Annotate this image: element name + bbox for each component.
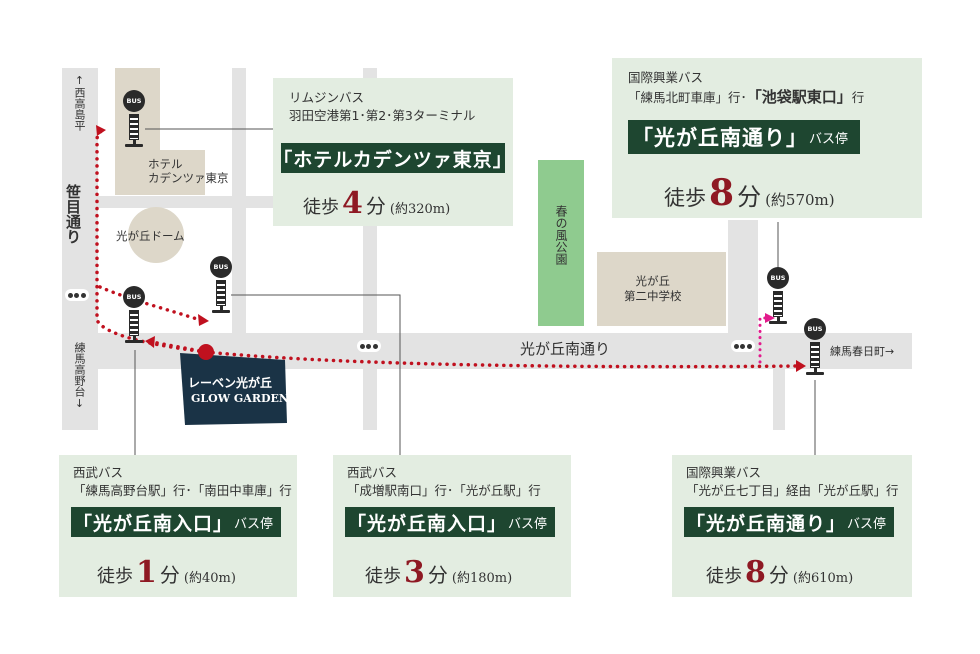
arrow-head — [198, 314, 209, 326]
walk-time: 徒歩 1 分 (約40m) — [97, 555, 236, 590]
right-direction-label: 練馬春日町→ — [830, 345, 895, 358]
hikarigaoka-dome — [128, 207, 184, 263]
bus-company: 国際興業バス — [686, 465, 762, 480]
traffic-signal-icon — [65, 289, 89, 301]
route-to-hotel — [95, 128, 208, 354]
junior-high-school — [597, 252, 726, 326]
road-left-label: 笹目通り — [64, 184, 82, 244]
bus-stop-icon: BUS — [804, 318, 826, 375]
arrow-head — [96, 125, 106, 136]
bus-stop-icon: BUS — [767, 267, 789, 324]
side-road-vertical-right-south — [773, 369, 785, 430]
bus-stop-name: 「光が丘南入口」 バス停 — [71, 507, 282, 537]
walk-time: 徒歩 3 分 (約180m) — [365, 555, 513, 590]
leader-line-stop-mid — [231, 294, 401, 455]
property-block — [180, 353, 287, 425]
bus-company: 西武バス — [73, 465, 124, 480]
road-left-top-direction: ↑西高島平 — [73, 74, 86, 131]
route-to-stop-mid — [98, 285, 202, 322]
panel-kokusai-bus-top: 国際興業バス 「練馬北町車庫」行･「池袋駅東口」行 「光が丘南通り」 バス停 徒… — [612, 58, 922, 218]
panel-seibu-bus-mid: 西武バス 「成増駅南口」行･「光が丘駅」行 「光が丘南入口」 バス停 徒歩 3 … — [333, 455, 571, 597]
main-road-label: 光が丘南通り — [520, 340, 611, 358]
panel-kokusai-bus-bottom: 国際興業バス 「光が丘七丁目」経由「光が丘駅」行 「光が丘南通り」 バス停 徒歩… — [672, 455, 912, 597]
bus-stop-name: 「光が丘南通り」 バス停 — [628, 120, 861, 154]
bus-route: 「練馬高野台駅」行･「南田中車庫」行 — [73, 483, 292, 498]
road-left-bottom-direction: 練馬高野台↓ — [73, 342, 86, 410]
bus-stop-icon: BUS — [123, 90, 145, 147]
bus-route: 「成増駅南口」行･「光が丘駅」行 — [347, 483, 541, 498]
school-label: 光が丘 第二中学校 — [624, 274, 682, 303]
property-location-marker — [198, 344, 214, 360]
side-road-vertical-right — [728, 220, 758, 333]
hotel-label: ホテル カデンツァ東京 — [148, 157, 229, 185]
bus-stop-icon: BUS — [210, 256, 232, 313]
walk-time: 徒歩 8 分 (約570m) — [664, 172, 835, 214]
panel-seibu-bus-left: 西武バス 「練馬高野台駅」行･「南田中車庫」行 「光が丘南入口」 バス停 徒歩 … — [59, 455, 297, 597]
bus-route: 羽田空港第1･第2･第3ターミナル — [289, 108, 476, 123]
arrow-head — [796, 360, 806, 372]
property-name: レーベン光が丘 — [188, 376, 273, 390]
property-name-en: GLOW GARDEN — [191, 392, 289, 405]
bus-stop-name: 「光が丘南通り」 バス停 — [684, 507, 895, 537]
park-label: 春の風公園 — [554, 205, 568, 265]
route-to-stop-left — [150, 340, 208, 354]
arrow-head — [145, 336, 155, 348]
bus-stop-name: 「ホテルカデンツァ東京」 — [273, 143, 512, 173]
route-to-stop-bottom-right — [204, 350, 800, 369]
bus-route: 「光が丘七丁目」経由「光が丘駅」行 — [686, 483, 899, 498]
bus-company: 西武バス — [347, 465, 398, 480]
route-pink — [758, 316, 770, 364]
bus-stop-icon: BUS — [123, 286, 145, 343]
bus-route: 「練馬北町車庫」行･「池袋駅東口」行 — [628, 88, 865, 106]
bus-stop-name: 「光が丘南入口」 バス停 — [345, 507, 556, 537]
traffic-signal-icon — [731, 340, 755, 352]
dome-label: 光が丘ドーム — [116, 229, 185, 243]
bus-company: 国際興業バス — [628, 70, 704, 85]
haru-no-kaze-park — [538, 160, 584, 326]
arrow-head — [765, 313, 775, 323]
bus-company: リムジンバス — [289, 90, 365, 105]
sasame-dori-road — [62, 68, 98, 430]
hotel-building-annex — [115, 150, 205, 195]
walk-time: 徒歩 8 分 (約610m) — [706, 555, 854, 590]
walk-time: 徒歩 4 分 (約320m) — [303, 186, 451, 221]
traffic-signal-icon — [357, 340, 381, 352]
panel-limousine-bus: リムジンバス 羽田空港第1･第2･第3ターミナル 「ホテルカデンツァ東京」 徒歩… — [273, 78, 513, 226]
